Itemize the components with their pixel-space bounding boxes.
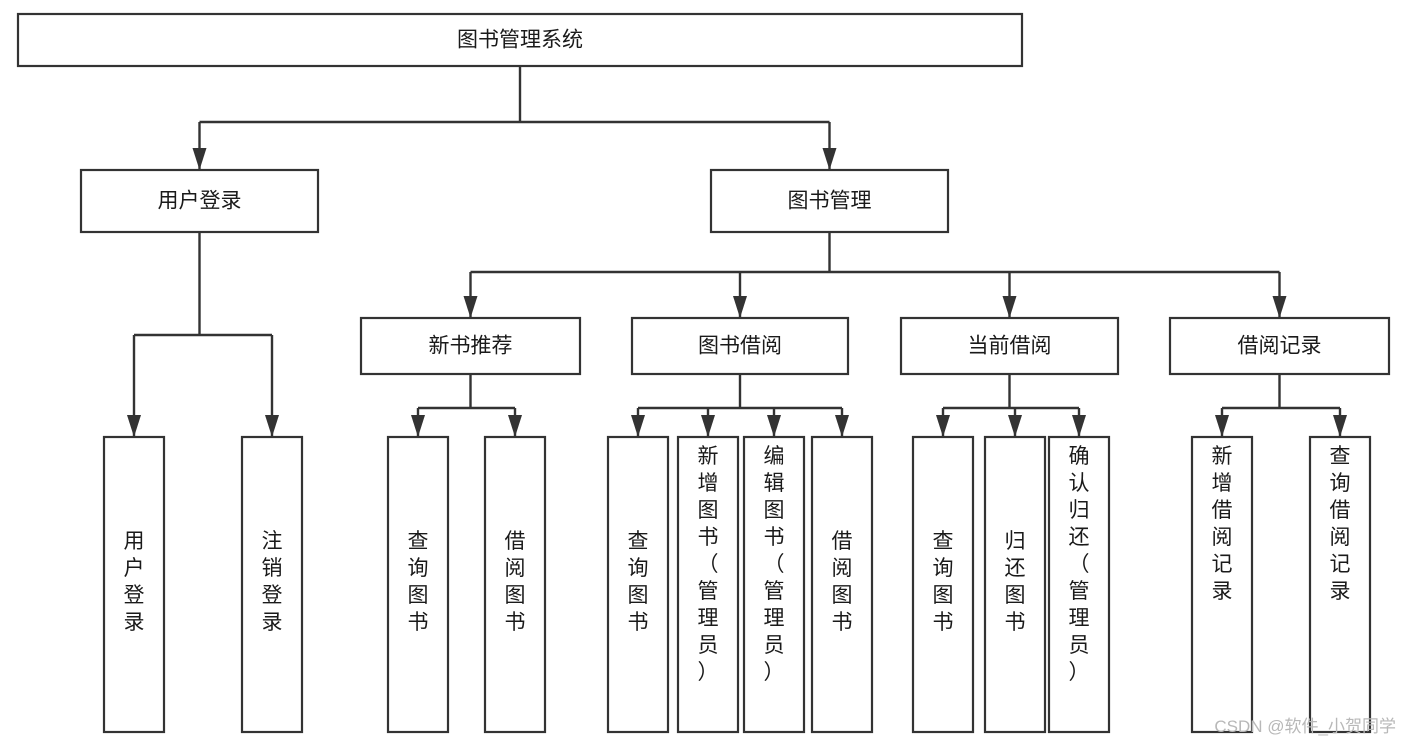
node-label: 当前借阅	[968, 335, 1052, 358]
watermark: CSDN @软件_小贺同学	[1214, 717, 1396, 736]
node-borrow-record[interactable]: 借阅记录	[1168, 316, 1391, 376]
leaf-user-login[interactable]: 用户登录	[102, 435, 166, 734]
leaf-query-record[interactable]: 查询借阅记录	[1308, 435, 1372, 734]
watermark-label: CSDN @软件_小贺同学	[1214, 717, 1396, 736]
node-label: 注销登录	[262, 530, 283, 634]
node-label: 图书管理	[788, 190, 872, 213]
node-book-borrow[interactable]: 图书借阅	[630, 316, 850, 376]
leaf-query-book-3[interactable]: 查询图书	[911, 435, 975, 734]
leaf-add-book[interactable]: 新增图书（管理员）	[676, 435, 740, 734]
node-label: 查询借阅记录	[1330, 445, 1351, 603]
leaf-return-book[interactable]: 归还图书	[983, 435, 1047, 734]
node-label: 确认归还（管理员）	[1069, 445, 1090, 684]
leaf-logout[interactable]: 注销登录	[240, 435, 304, 734]
leaf-query-book-1[interactable]: 查询图书	[386, 435, 450, 734]
leaf-edit-book[interactable]: 编辑图书（管理员）	[742, 435, 806, 734]
node-label: 查询图书	[628, 530, 649, 634]
node-label: 用户登录	[158, 190, 242, 213]
node-label: 图书管理系统	[457, 29, 583, 52]
leaf-borrow-book-2[interactable]: 借阅图书	[810, 435, 874, 734]
node-label: 归还图书	[1005, 530, 1026, 634]
node-label: 新书推荐	[429, 335, 513, 358]
node-label: 查询图书	[933, 530, 954, 634]
node-label: 借阅图书	[832, 530, 853, 634]
node-new-book-recommend[interactable]: 新书推荐	[359, 316, 582, 376]
leaf-add-record[interactable]: 新增借阅记录	[1190, 435, 1254, 734]
node-user-login[interactable]: 用户登录	[79, 168, 320, 234]
connector-lines	[127, 66, 1347, 437]
node-label: 编辑图书（管理员）	[764, 445, 785, 684]
leaf-query-book-2[interactable]: 查询图书	[606, 435, 670, 734]
node-current-borrow[interactable]: 当前借阅	[899, 316, 1120, 376]
node-label: 图书借阅	[698, 335, 782, 358]
node-label: 用户登录	[124, 530, 145, 634]
node-label: 新增借阅记录	[1212, 445, 1233, 603]
node-label: 查询图书	[408, 530, 429, 634]
node-book-management[interactable]: 图书管理	[709, 168, 950, 234]
node-label: 借阅图书	[505, 530, 526, 634]
node-root-system[interactable]: 图书管理系统	[16, 12, 1024, 68]
node-boxes: 图书管理系统用户登录图书管理新书推荐图书借阅当前借阅借阅记录用户登录注销登录查询…	[16, 12, 1391, 734]
node-label: 新增图书（管理员）	[698, 445, 719, 684]
leaf-borrow-book-1[interactable]: 借阅图书	[483, 435, 547, 734]
node-label: 借阅记录	[1238, 335, 1322, 358]
leaf-confirm-return[interactable]: 确认归还（管理员）	[1047, 435, 1111, 734]
